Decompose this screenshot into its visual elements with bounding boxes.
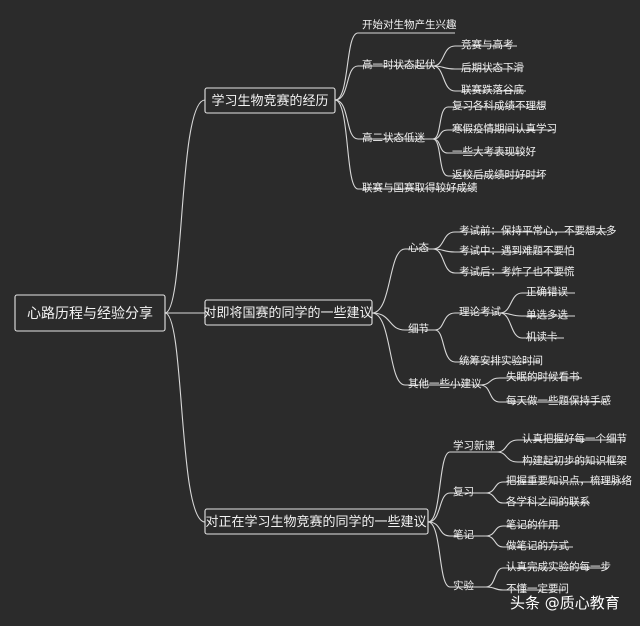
- leaf: 认真完成实验的每一步: [506, 560, 611, 573]
- leaf: 每天做一些题保持手感: [506, 394, 611, 407]
- leaf: 考试前：保持平常心，不要想太多: [459, 224, 617, 237]
- leaf: 认真把握好每一个细节: [522, 432, 627, 445]
- branch-2-box: [204, 299, 373, 326]
- node-new-lessons: 学习新课: [453, 439, 495, 452]
- leaf: 一些大考表现较好: [452, 145, 536, 158]
- branch-3-label: 对正在学习生物竞赛的同学的一些建议: [205, 514, 426, 530]
- node-mindset: 心态: [408, 241, 429, 254]
- leaf: 联赛跌落谷底: [461, 83, 524, 96]
- root-node: 心路历程与经验分享: [27, 305, 153, 322]
- node-notes: 笔记: [453, 528, 474, 541]
- leaf: 考试中：遇到难题不要怕: [459, 244, 575, 257]
- node-review: 复习: [453, 485, 474, 498]
- leaf: 后期状态下滑: [461, 61, 524, 74]
- node-results: 联赛与国赛取得较好成绩: [362, 181, 478, 194]
- connectors: [164, 32, 625, 591]
- leaf: 返校后成绩时好时坏: [452, 168, 547, 181]
- leaf: 构建起初步的知识框架: [522, 454, 627, 467]
- leaf: 机读卡: [526, 330, 558, 343]
- leaf: 复习各科成绩不理想: [452, 99, 547, 112]
- root-node-box: [14, 294, 166, 332]
- node-theory-exam: 理论考试: [459, 305, 501, 318]
- leaf: 失眠的时候看书: [506, 370, 580, 383]
- leaf: 寒假疫情期间认真学习: [452, 122, 557, 135]
- watermark: 头条 @质心教育: [510, 594, 620, 612]
- leaf: 统筹安排实验时间: [459, 354, 543, 367]
- leaf: 正确错误: [526, 285, 568, 298]
- leaf: 考试后：考炸了也不要慌: [459, 265, 575, 278]
- node-grade11: 高二状态低迷: [362, 131, 425, 144]
- branch-1-label: 学习生物竞赛的经历: [211, 93, 328, 109]
- node-experiments: 实验: [453, 579, 474, 592]
- leaf: 不懂一定要问: [506, 582, 569, 595]
- node-grade10: 高一时状态起伏: [362, 58, 436, 71]
- leaf: 单选多选: [526, 308, 568, 321]
- leaf: 做笔记的方式: [506, 539, 569, 552]
- branch-2-label: 对即将国赛的同学的一些建议: [203, 305, 372, 321]
- branch-1-box: [204, 87, 336, 114]
- leaf: 把握重要知识点，梳理脉络: [506, 474, 632, 487]
- node-interest: 开始对生物产生兴趣: [362, 18, 457, 31]
- node-other-tips: 其他一些小建议: [408, 377, 482, 390]
- node-details: 细节: [408, 322, 429, 335]
- branch-3-box: [204, 508, 429, 535]
- leaf: 竞赛与高考: [461, 38, 514, 51]
- leaf: 笔记的作用: [506, 518, 559, 531]
- leaf: 各学科之间的联系: [506, 495, 590, 508]
